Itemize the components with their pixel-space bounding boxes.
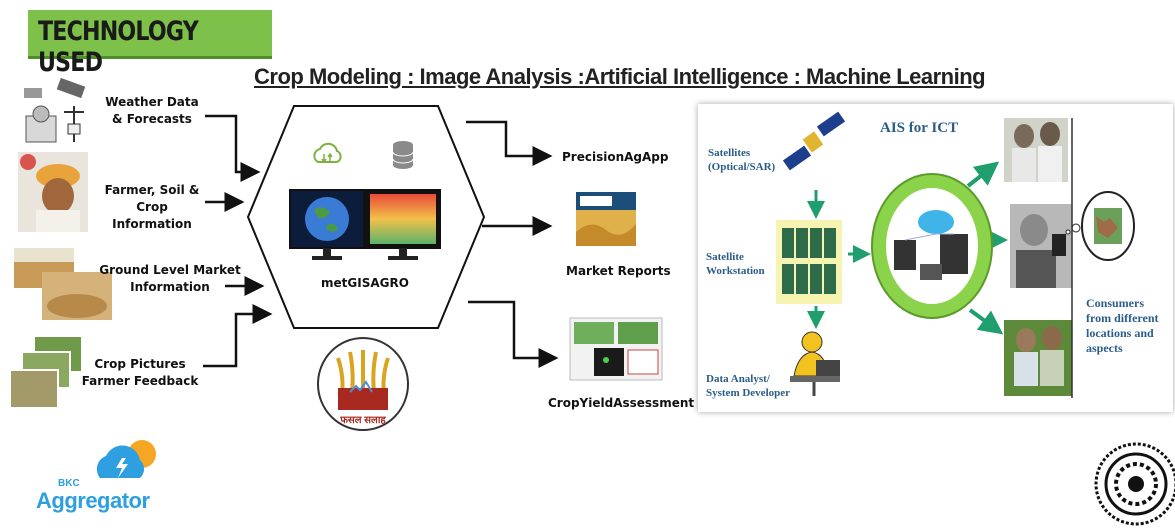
earth-monitor-icon xyxy=(289,189,365,260)
farmer-photo-icon xyxy=(18,152,88,232)
consumers-label: Consumers from different locations and a… xyxy=(1086,296,1159,355)
cloud-sync-icon xyxy=(313,142,342,164)
workstation-icon xyxy=(776,220,842,304)
ais-ellipse xyxy=(871,173,993,319)
page-subtitle: Crop Modeling : Image Analysis :Artifici… xyxy=(254,64,986,89)
weather-station-icon xyxy=(24,77,86,143)
market-report-thumbnail xyxy=(576,192,636,246)
logo-bkc-text: BKC xyxy=(58,478,80,489)
input-label-market: Ground Level Market Information xyxy=(99,263,241,294)
consumer-bracket xyxy=(1071,118,1073,398)
crop-pictures-icon xyxy=(9,335,83,409)
bkc-aggregator-logo xyxy=(96,440,156,478)
consumer-photo-bottom xyxy=(1004,320,1072,396)
input-label-weather: Weather Data & Forecasts xyxy=(105,95,199,126)
satellites-label: Satellites (Optical/SAR) xyxy=(708,147,776,173)
input-label-farmer: Farmer, Soil & Crop Information xyxy=(104,183,200,231)
analyst-icon xyxy=(790,331,840,396)
workstation-label: Satellite Workstation xyxy=(706,251,765,277)
analyst-label: Data Analyst/ System Developer xyxy=(706,373,791,399)
fasal-salah-emblem xyxy=(317,337,409,431)
logo-aggregator-text: Aggregator xyxy=(36,488,150,513)
output-label-yield: CropYieldAssessment xyxy=(548,396,695,410)
emblem-text: फसल सलाह xyxy=(340,415,386,426)
consumer-photo-middle xyxy=(1010,204,1072,288)
institution-seal xyxy=(1094,442,1175,526)
heatmap-monitor-icon xyxy=(365,189,441,260)
database-icon xyxy=(392,141,414,169)
output-label-market: Market Reports xyxy=(566,264,671,278)
page-title: TECHNOLOGY USED xyxy=(38,16,199,78)
yield-assessment-thumbnail xyxy=(569,317,663,381)
title-banner: TECHNOLOGY USED xyxy=(28,10,272,78)
consumer-photo-top xyxy=(1004,118,1068,182)
ais-title: AIS for ICT xyxy=(880,120,959,136)
output-label-precision: PrecisionAgApp xyxy=(562,150,669,164)
input-label-crop-pictures: Crop Pictures Farmer Feedback xyxy=(81,357,199,388)
center-label: metGISAGRO xyxy=(321,276,409,290)
market-photo-icon xyxy=(14,248,112,320)
thought-bubble-icon xyxy=(1065,191,1135,261)
satellite-icon xyxy=(782,111,846,171)
